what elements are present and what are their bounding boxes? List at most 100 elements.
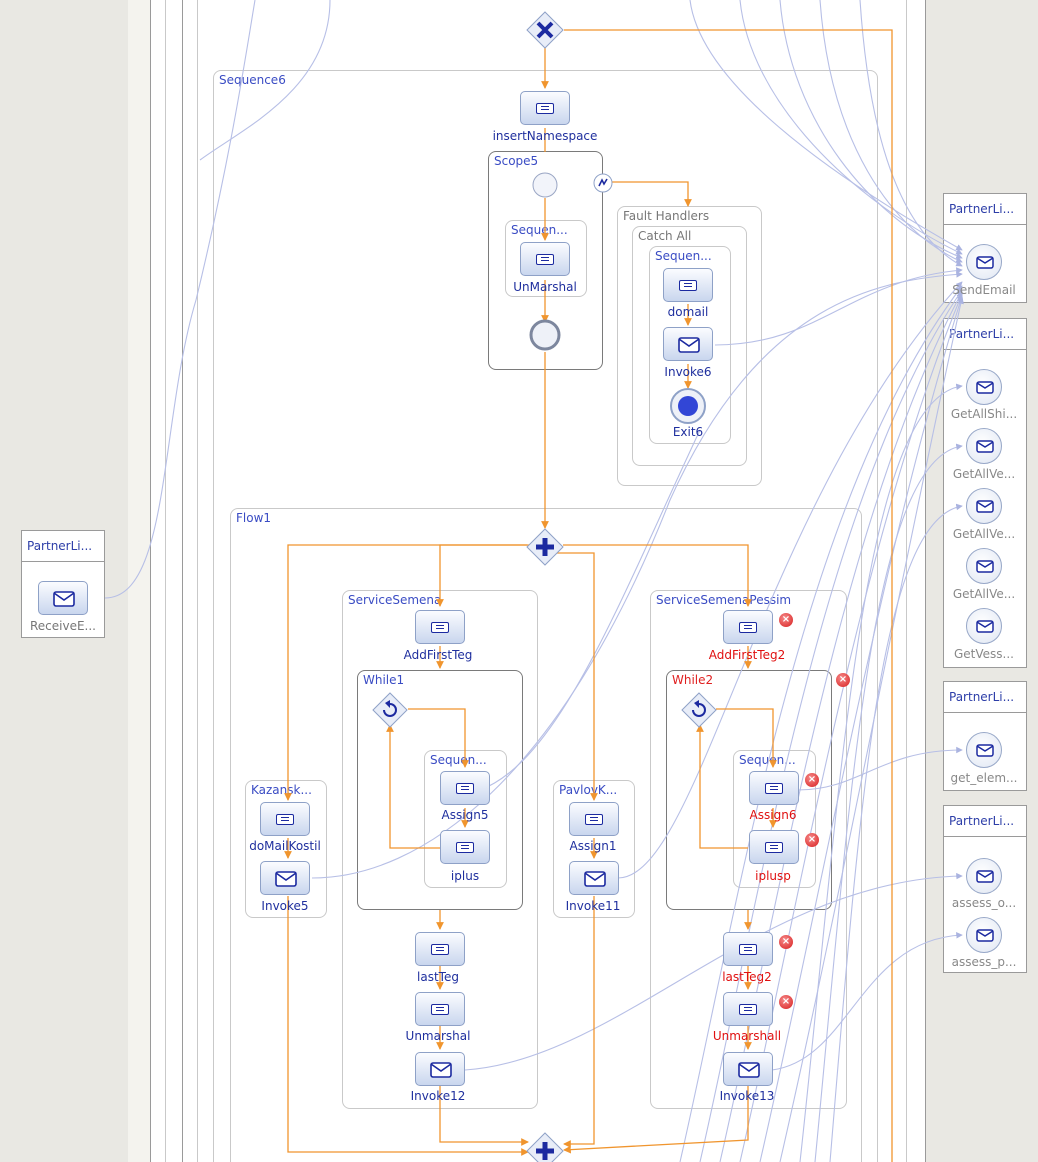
lastteg-activity[interactable] [415,932,465,966]
fault-handlers-label: Fault Handlers [623,209,710,223]
scope5-label: Scope5 [494,154,539,168]
insert-namespace-label: insertNamespace [492,129,598,143]
lastteg-label: lastTeg [417,970,459,984]
assign-icon [456,783,474,794]
error-badge-icon[interactable]: × [805,773,819,787]
invoke11-activity[interactable] [569,861,619,895]
while2-label: While2 [672,673,714,687]
assign-icon [679,280,697,291]
envelope-icon [738,1062,760,1078]
get-elem-operation[interactable] [966,732,1002,768]
getvess-operation[interactable] [966,608,1002,644]
unmarshall-activity[interactable] [723,992,773,1026]
assess-o-label: assess_o... [951,896,1017,910]
error-badge-icon[interactable]: × [779,935,793,949]
swimlane-border [150,0,151,1162]
flow-join-gateway-icon[interactable] [525,1131,565,1162]
unmarshal-activity[interactable] [520,242,570,276]
scope-start-event-icon[interactable] [531,171,559,199]
unmarshal2-activity[interactable] [415,992,465,1026]
assign1-label: Assign1 [569,839,617,853]
error-badge-icon[interactable]: × [836,673,850,687]
invoke13-label: Invoke13 [719,1089,775,1103]
partner-link-title: PartnerLi... [944,319,1026,350]
swimlane-border [925,0,926,1162]
assign5-activity[interactable] [440,771,490,805]
addfirstteg-activity[interactable] [415,610,465,644]
swimlane-border [165,0,166,1162]
assign5-label: Assign5 [441,808,489,822]
sendemail-operation[interactable] [966,244,1002,280]
receive-label: ReceiveE... [29,619,97,633]
exit-icon[interactable] [668,386,708,426]
invoke5-activity[interactable] [260,861,310,895]
envelope-icon [976,744,994,757]
assess-p-operation[interactable] [966,917,1002,953]
getallve-operation[interactable] [966,428,1002,464]
iplus-activity[interactable] [440,830,490,864]
envelope-icon [976,870,994,883]
exclusive-gateway-icon[interactable] [525,10,565,50]
receive-activity[interactable] [38,581,88,615]
getallshi-operation[interactable] [966,369,1002,405]
invoke13-activity[interactable] [723,1052,773,1086]
envelope-icon [584,871,606,887]
error-badge-icon[interactable]: × [805,833,819,847]
partner-link-title: PartnerLi... [944,682,1026,713]
getallve-operation[interactable] [966,488,1002,524]
assign-icon [739,944,757,955]
iplusp-activity[interactable] [749,830,799,864]
domailkostil-activity[interactable] [260,802,310,836]
fault-sequence-label: Sequen... [655,249,712,263]
addfirstteg-label: AddFirstTeg [403,648,473,662]
invoke12-label: Invoke12 [410,1089,466,1103]
assign-icon [765,842,783,853]
scope-sequence-label: Sequen... [511,223,568,237]
while2-loop-icon[interactable] [681,692,717,728]
scope-end-event-icon[interactable] [528,318,562,352]
domail-activity[interactable] [663,268,713,302]
getvess-label: GetVess... [954,647,1014,661]
getallve-operation[interactable] [966,548,1002,584]
left-gutter [128,0,150,1162]
assign-icon [431,1004,449,1015]
invoke6-activity[interactable] [663,327,713,361]
unmarshall-label: Unmarshall [712,1029,782,1043]
fault-handler-icon[interactable] [592,172,614,194]
envelope-icon [275,871,297,887]
invoke6-label: Invoke6 [664,365,712,379]
error-badge-icon[interactable]: × [779,613,793,627]
assign-icon [536,103,554,114]
envelope-icon [976,929,994,942]
assign1-activity[interactable] [569,802,619,836]
assign6-activity[interactable] [749,771,799,805]
insert-namespace-activity[interactable] [520,91,570,125]
addfirstteg2-activity[interactable] [723,610,773,644]
envelope-icon [678,337,700,353]
assign-icon [456,842,474,853]
addfirstteg2-label: AddFirstTeg2 [708,648,786,662]
while2-sequence-label: Sequen... [739,753,796,767]
invoke12-activity[interactable] [415,1052,465,1086]
sendemail-label: SendEmail [952,283,1016,297]
unmarshal-label: UnMarshal [513,280,577,294]
catch-all-label: Catch All [638,229,692,243]
swimlane-border [906,0,907,1162]
partner-link-title: PartnerLi... [944,806,1026,837]
lastteg2-activity[interactable] [723,932,773,966]
get-elem-label: get_elem... [950,771,1018,785]
assign-icon [765,783,783,794]
invoke5-label: Invoke5 [261,899,309,913]
getallshi-label: GetAllShi... [950,407,1018,421]
while1-loop-icon[interactable] [372,692,408,728]
assign-icon [536,254,554,265]
domailkostil-label: doMailKostil [249,839,321,853]
while1-sequence-label: Sequen... [430,753,487,767]
flow-split-gateway-icon[interactable] [525,527,565,567]
exit6-label: Exit6 [672,425,704,439]
swimlane-border [197,0,198,1162]
lastteg2-label: lastTeg2 [722,970,772,984]
error-badge-icon[interactable]: × [779,995,793,1009]
assess-o-operation[interactable] [966,858,1002,894]
